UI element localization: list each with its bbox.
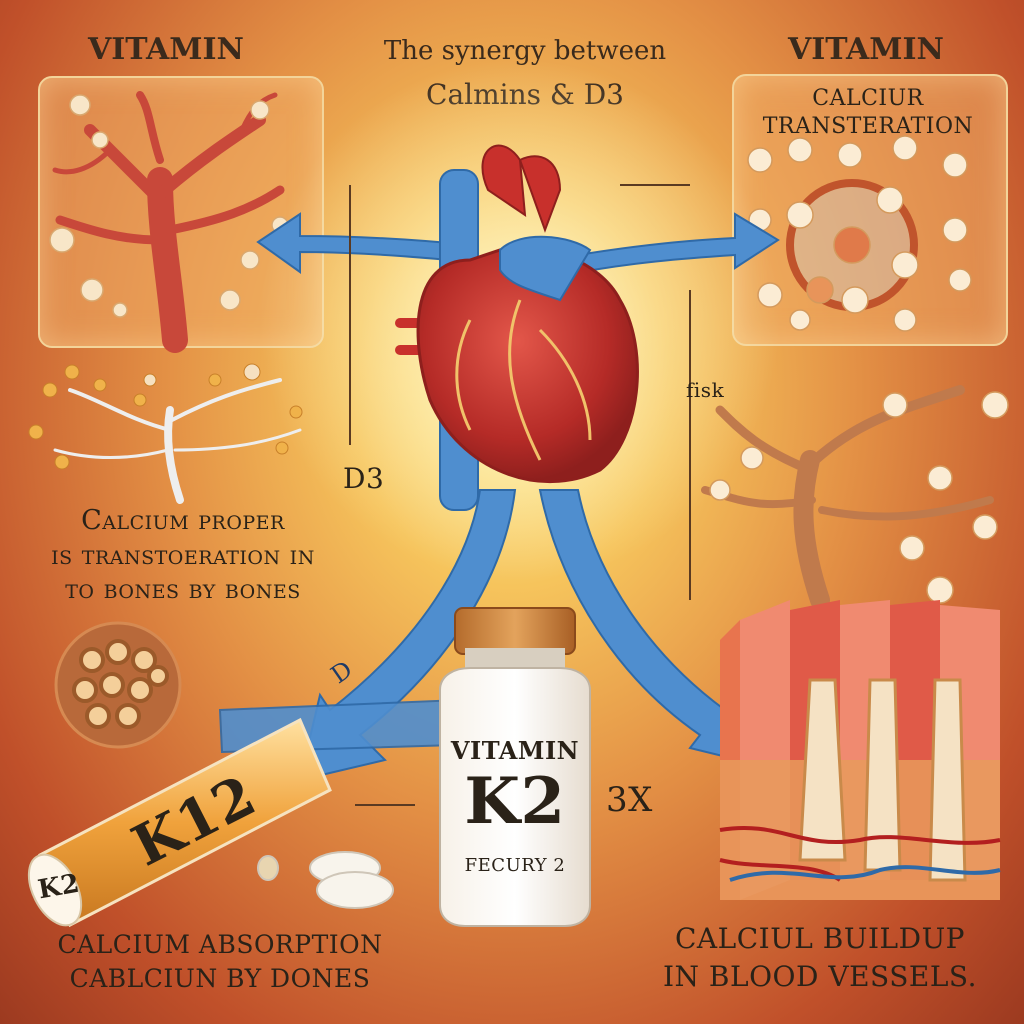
left-middle-tree [53, 378, 302, 504]
arrow-left-top [256, 212, 471, 274]
left-caption-line1: Calcium proper [81, 505, 285, 536]
d3-label: D3 [343, 462, 385, 495]
vial-line2: K2 [464, 764, 566, 839]
vial-line3: FECURY 2 [464, 855, 566, 876]
right-vitamin-title: VITAMIN [788, 32, 944, 67]
right-panel-particles [747, 135, 972, 332]
vial-line1: VITAMIN [450, 736, 580, 765]
multiplier-label: 3X [606, 780, 653, 820]
blood-vessel-blocks [719, 600, 1001, 900]
left-middle-particles [28, 363, 303, 470]
bottom-right-line2: IN BLOOD VESSELS. [662, 960, 978, 993]
heart [395, 144, 639, 484]
fisk-label: fisk [686, 378, 725, 402]
bottom-left-line2: CABLCIUN BY DONES [69, 964, 371, 993]
arrow-right-top [559, 212, 780, 278]
left-caption-line3: to bones by bones [65, 574, 301, 605]
vitamin-vial [439, 607, 591, 927]
right-panel-line2: TRANSTERATION [762, 114, 974, 139]
left-caption-line2: is transtoeration in [51, 540, 315, 571]
right-panel-line1: CALCIUR [812, 86, 924, 111]
left-panel-tree [52, 91, 285, 353]
left-vitamin-title: VITAMIN [88, 32, 244, 67]
bottom-left-line1: CALCIUM ABSORPTION [57, 930, 383, 959]
right-middle-tree [701, 385, 994, 610]
blue-arrows [218, 212, 782, 782]
k2-tube [27, 717, 332, 928]
bottom-right-line1: CALCIUL BUILDUP [674, 922, 966, 955]
left-panel-particles [49, 94, 289, 318]
pills [257, 851, 394, 909]
guide-lines [349, 184, 691, 806]
calcium-disc-rings [72, 639, 169, 729]
